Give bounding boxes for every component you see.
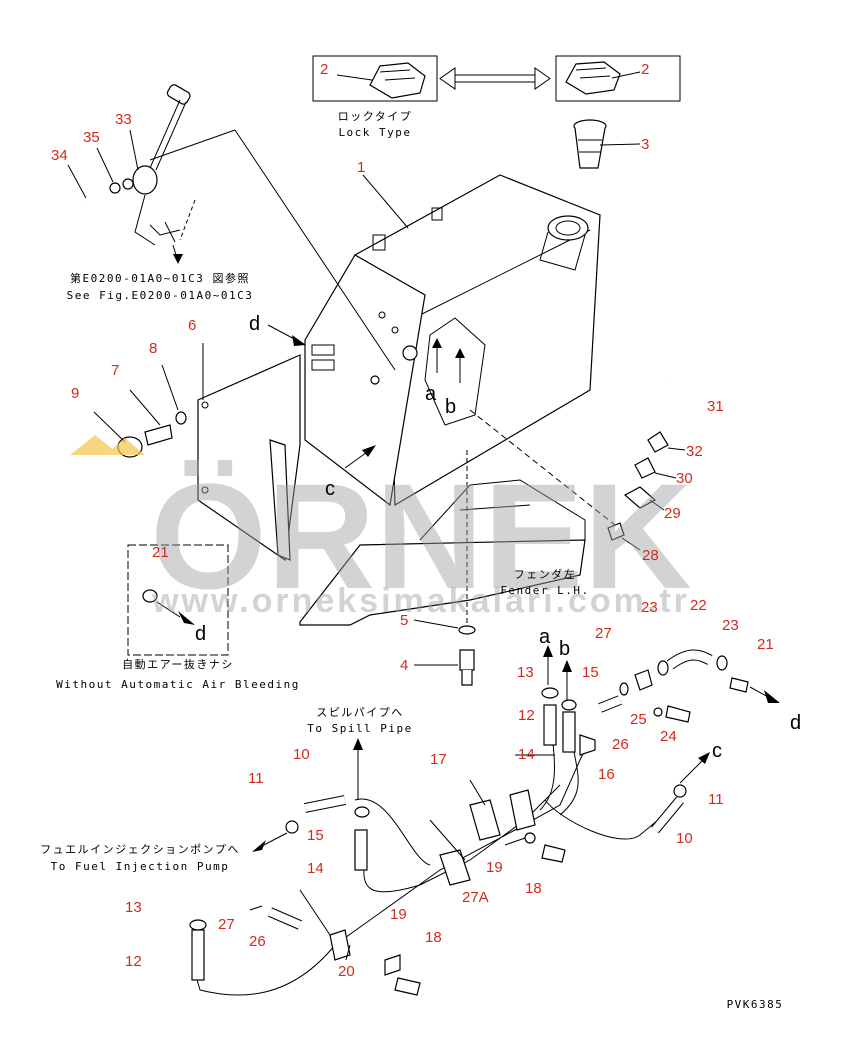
- side-plate: [197, 343, 301, 562]
- cap-box-right: [555, 55, 681, 102]
- callout-6: 6: [188, 317, 196, 334]
- callout-9: 9: [71, 385, 79, 402]
- callout-24: 24: [660, 728, 677, 745]
- callout-21: 21: [152, 544, 169, 561]
- lock-type-label-jp: ロックタイプ: [338, 110, 413, 123]
- fender-label-jp: フェンダ左: [514, 567, 577, 581]
- ref-letter-a: a: [425, 383, 437, 405]
- callout-numbers: 1 2 2 3 4 5 6 7 8 9 10 10 11 11 12 12 13…: [51, 61, 774, 980]
- callout-15: 15: [307, 827, 324, 844]
- lock-type-panel: [312, 55, 681, 102]
- ref-letter-b: b: [559, 638, 570, 660]
- drain-lever-assembly: [81, 84, 196, 264]
- callout-20: 20: [338, 963, 355, 980]
- double-arrow: [439, 67, 551, 90]
- return-hose-group: [607, 376, 706, 551]
- callout-28: 28: [642, 547, 659, 564]
- callout-27: 27: [595, 625, 612, 642]
- fuel-cap-right: [565, 61, 621, 95]
- callout-34: 34: [51, 147, 68, 164]
- ref-letter-d: d: [249, 313, 260, 335]
- callout-4: 4: [400, 657, 408, 674]
- callout-23: 23: [722, 617, 739, 634]
- fuel-line-assembly: [189, 645, 780, 996]
- ref-letter-a: a: [539, 626, 551, 648]
- callout-5: 5: [400, 612, 408, 629]
- no-air-bleed-box: [127, 544, 229, 656]
- callout-3: 3: [641, 136, 649, 153]
- callout-27a: 27A: [462, 889, 489, 906]
- plug-fittings: [93, 364, 187, 458]
- text-labels: ロックタイプ Lock Type 第E0200-01A0~01C3 図参照 Se…: [40, 110, 784, 1011]
- watermark-logo-mark: [70, 435, 145, 455]
- watermark-brand: ÖRNEK: [150, 452, 692, 620]
- callout-32: 32: [686, 443, 703, 460]
- callout-33: 33: [115, 111, 132, 128]
- callout-23: 23: [641, 599, 658, 616]
- callout-2: 2: [320, 61, 328, 78]
- callout-22: 22: [690, 597, 707, 614]
- callout-17: 17: [430, 751, 447, 768]
- callout-11: 11: [708, 791, 724, 808]
- fender-lh: [299, 479, 586, 626]
- no-bleed-label-jp: 自動エアー抜きナシ: [122, 657, 234, 671]
- callout-18: 18: [425, 929, 442, 946]
- see-fig-label-en: See Fig.E0200-01A0~01C3: [67, 289, 254, 302]
- callout-12: 12: [125, 953, 142, 970]
- no-bleed-label-en: Without Automatic Air Bleeding: [56, 678, 300, 691]
- ref-letter-b: b: [445, 396, 456, 418]
- callout-19: 19: [390, 906, 407, 923]
- callout-30: 30: [676, 470, 693, 487]
- pump-label-en: To Fuel Injection Pump: [51, 860, 230, 873]
- callout-26: 26: [612, 736, 629, 753]
- filler-neck: [539, 215, 589, 271]
- ref-letter-c: c: [712, 740, 722, 762]
- lock-type-label-en: Lock Type: [338, 126, 411, 139]
- pump-label-jp: フュエルインジェクションポンプへ: [40, 843, 240, 856]
- callout-35: 35: [83, 129, 100, 146]
- callout-13: 13: [125, 899, 142, 916]
- fuel-tank: [304, 119, 607, 507]
- callout-7: 7: [111, 362, 119, 379]
- ref-letter-d: d: [790, 712, 801, 734]
- spill-label-en: To Spill Pipe: [307, 722, 413, 735]
- see-fig-label-jp: 第E0200-01A0~01C3 図参照: [70, 271, 250, 285]
- callout-16: 16: [598, 766, 615, 783]
- callout-31: 31: [707, 398, 724, 415]
- fuel-cap-left: [369, 62, 426, 99]
- watermark: ÖRNEK www.orneksimakalari.com.tr: [70, 435, 692, 620]
- callout-1: 1: [357, 159, 365, 176]
- callout-18: 18: [525, 880, 542, 897]
- callout-25: 25: [630, 711, 647, 728]
- spill-label-jp: スピルパイプへ: [316, 706, 404, 719]
- callout-14: 14: [518, 746, 535, 763]
- callout-14: 14: [307, 860, 324, 877]
- ref-letter-d: d: [195, 623, 206, 645]
- fender-label-en: Fender L.H.: [500, 584, 589, 597]
- strainer: [573, 119, 607, 169]
- callout-13: 13: [517, 664, 534, 681]
- callout-29: 29: [664, 505, 681, 522]
- callout-27: 27: [218, 916, 235, 933]
- callout-10: 10: [293, 746, 310, 763]
- reference-letters: a b c d d d a b c: [195, 313, 801, 762]
- drawing-code: PVK6385: [727, 998, 784, 1011]
- callout-21: 21: [757, 636, 774, 653]
- watermark-url: www.orneksimakalari.com.tr: [151, 582, 690, 620]
- callout-2: 2: [641, 61, 649, 78]
- callout-10: 10: [676, 830, 693, 847]
- ref-letter-c: c: [325, 478, 335, 500]
- callout-8: 8: [149, 340, 157, 357]
- callout-26: 26: [249, 933, 266, 950]
- cap-box-left: [312, 55, 438, 102]
- callout-11: 11: [248, 770, 264, 787]
- callout-19: 19: [486, 859, 503, 876]
- callout-12: 12: [518, 707, 535, 724]
- callout-15: 15: [582, 664, 599, 681]
- bolt-4-washer-5: [413, 619, 476, 686]
